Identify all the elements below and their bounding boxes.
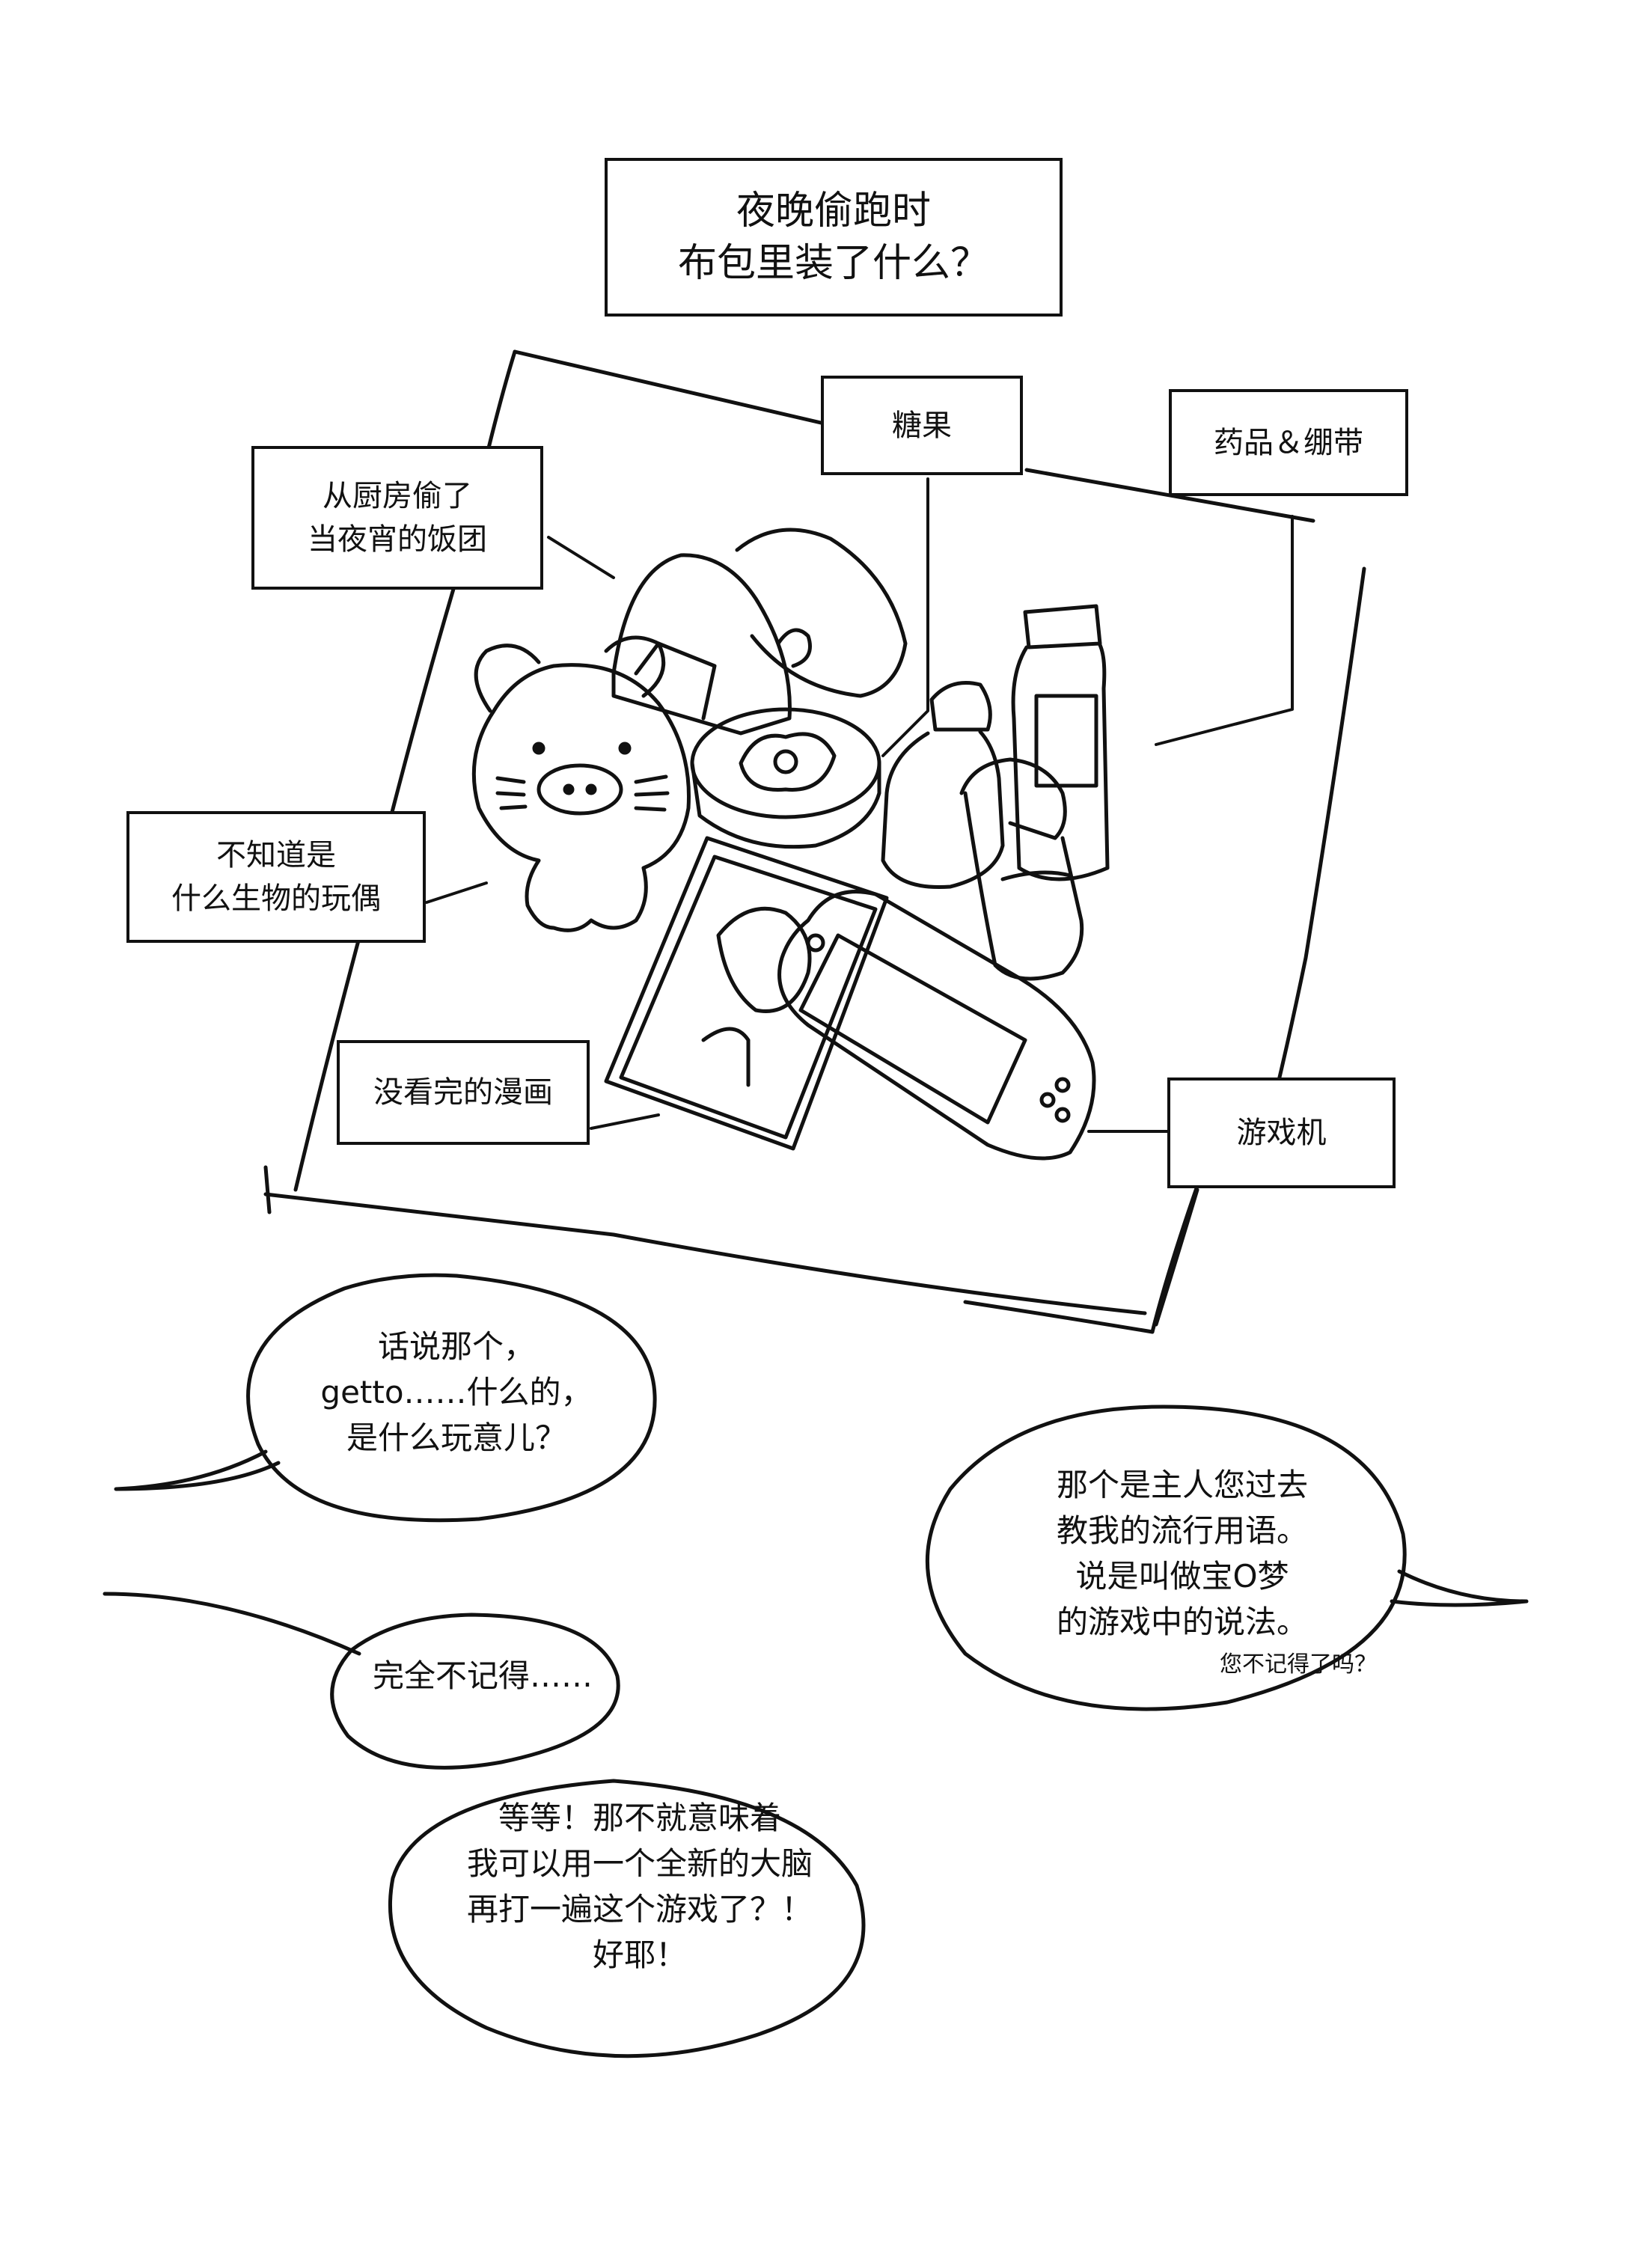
label-rice-ball-line-2: 当夜宵的饭团 <box>308 522 487 557</box>
bubble-forgot: 完全不记得…… <box>352 1654 614 1699</box>
bubble-answer-line-2: 教我的流行用语。 <box>1056 1512 1308 1549</box>
label-candy-text: 糖果 <box>892 408 952 443</box>
label-rice-ball: 从厨房偷了 当夜宵的饭团 <box>251 446 543 590</box>
bubble-answer-aside: 您不记得了吗？ <box>1220 1651 1377 1678</box>
label-connectors <box>425 477 1294 1133</box>
bubble-answer-line-1: 那个是主人您过去 <box>1056 1467 1308 1503</box>
bubble-excited-line-4: 好耶！ <box>592 1936 687 1973</box>
label-rice-ball-line-1: 从厨房偷了 <box>323 479 472 513</box>
label-game-console-text: 游戏机 <box>1236 1116 1327 1150</box>
label-doll-line-2: 什么生物的玩偶 <box>171 881 381 916</box>
label-candy: 糖果 <box>821 376 1023 475</box>
manga-drawing <box>604 836 889 1151</box>
bubble-question-line-3: 是什么玩意儿？ <box>346 1419 566 1456</box>
doll-drawing <box>471 635 691 932</box>
rice-ball-drawing <box>611 528 908 736</box>
game-console-drawing <box>777 890 1096 1161</box>
bubble-question: 话说那个， getto……什么的， 是什么玩意儿？ <box>284 1324 629 1461</box>
title-line-2: 布包里装了什么？ <box>677 241 989 286</box>
title-box: 夜晚偷跑时 布包里装了什么？ <box>605 158 1063 317</box>
bubble-excited-line-2: 我可以用一个全新的大脑 <box>466 1844 813 1882</box>
label-medicine: 药品＆绷带 <box>1169 389 1408 496</box>
bubble-excited-line-1: 等等！那不就意味着 <box>498 1800 781 1836</box>
label-doll: 不知道是 什么生物的玩偶 <box>126 811 426 943</box>
label-game-console: 游戏机 <box>1167 1078 1396 1188</box>
label-doll-line-1: 不知道是 <box>216 838 336 872</box>
medicine-bottles-drawing <box>881 604 1110 981</box>
label-medicine-text: 药品＆绷带 <box>1214 425 1363 460</box>
title-line-1: 夜晚偷跑时 <box>736 188 931 233</box>
bubble-answer-line-4: 的游戏中的说法。 <box>1056 1603 1308 1640</box>
label-manga-text: 没看完的漫画 <box>373 1075 553 1110</box>
label-manga: 没看完的漫画 <box>337 1040 590 1145</box>
bubble-excited: 等等！那不就意味着 我可以用一个全新的大脑 再打一遍这个游戏了？！ 好耶！ <box>408 1796 872 1978</box>
bubble-forgot-text: 完全不记得…… <box>372 1657 593 1694</box>
bubble-question-line-2: getto……什么的， <box>320 1373 593 1410</box>
speech-bubbles <box>103 1273 1529 2058</box>
candy-tin-drawing <box>690 707 881 849</box>
bubble-answer: 那个是主人您过去 教我的流行用语。 说是叫做宝O梦 的游戏中的说法。 您不记得了… <box>973 1463 1392 1681</box>
bubble-answer-line-3: 说是叫做宝O梦 <box>1075 1557 1289 1595</box>
bubble-excited-line-3: 再打一遍这个游戏了？！ <box>466 1890 813 1928</box>
bubble-question-line-1: 话说那个， <box>377 1328 535 1365</box>
